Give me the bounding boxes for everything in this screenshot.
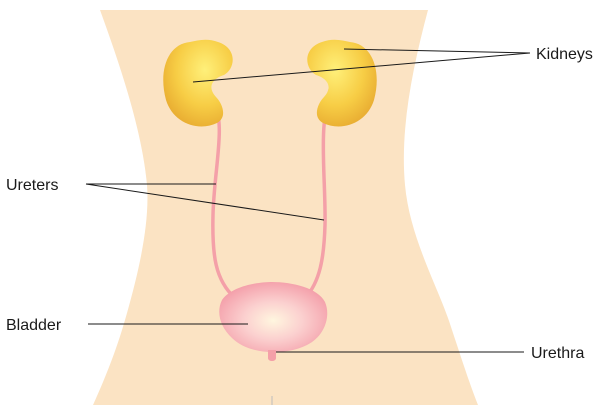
urethra-label: Urethra xyxy=(531,345,584,362)
urethra xyxy=(268,350,276,361)
kidneys-label: Kidneys xyxy=(536,46,593,63)
bladder-label: Bladder xyxy=(6,317,62,334)
ureters-label: Ureters xyxy=(6,177,58,194)
